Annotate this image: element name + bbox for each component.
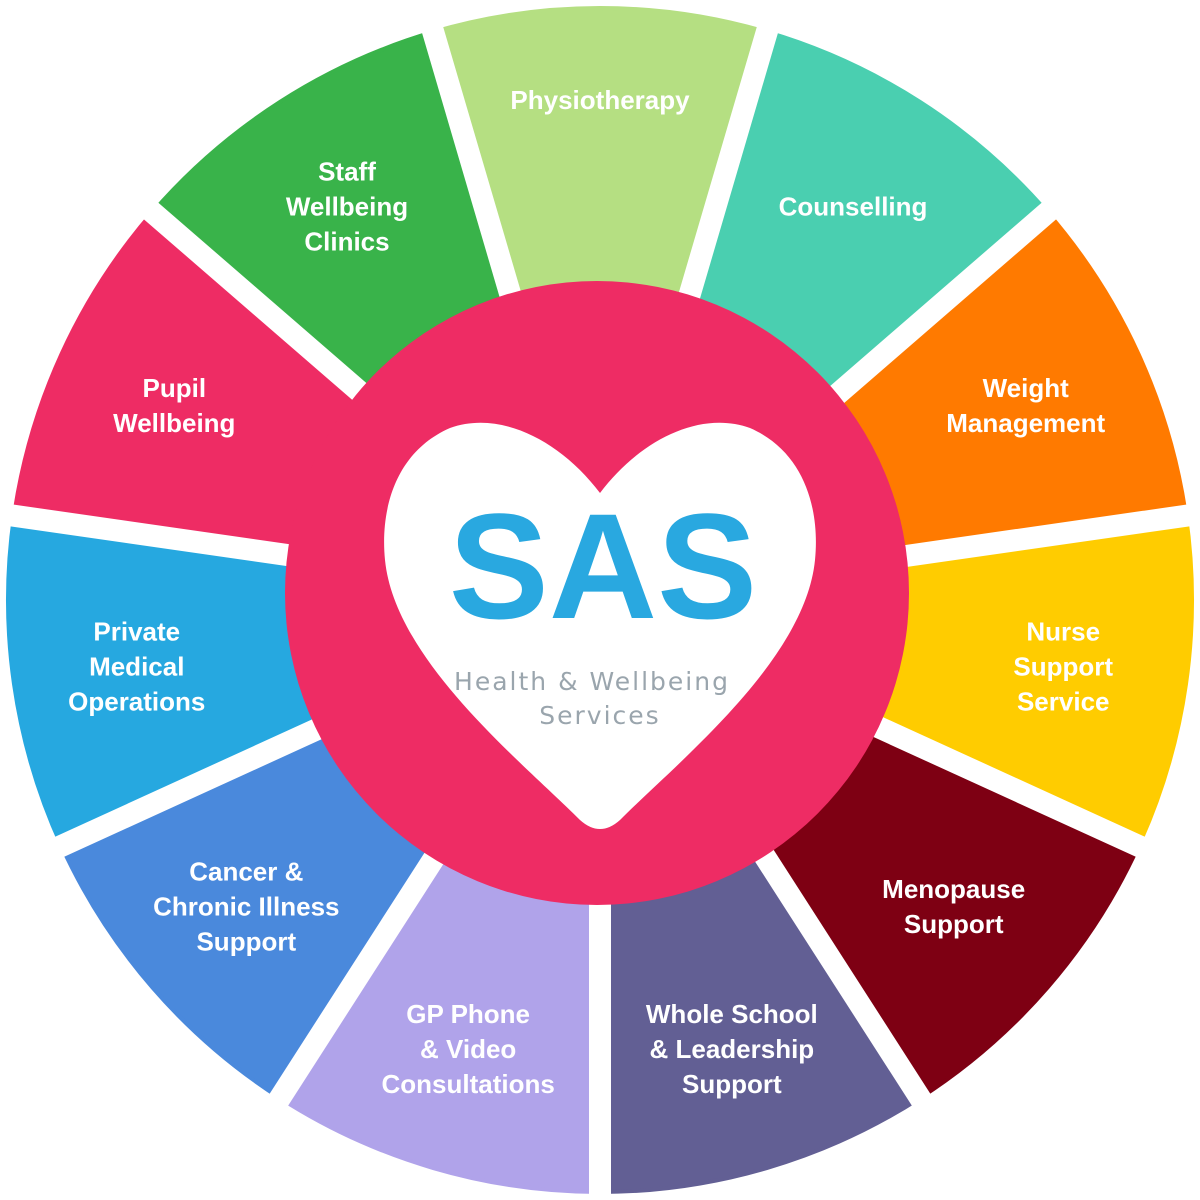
segment-label: & Leadership (649, 1034, 814, 1064)
segment-label: Operations (68, 687, 205, 717)
segment-label: Weight (983, 373, 1070, 403)
segment-label: Support (196, 926, 296, 956)
segment-label: Staff (318, 156, 376, 186)
segment-label: & Video (420, 1034, 516, 1064)
heart-icon (384, 422, 816, 829)
segment-label: Physiotherapy (510, 85, 690, 115)
segment-label: Support (682, 1069, 782, 1099)
segment-label: Consultations (381, 1069, 554, 1099)
segment-label: Management (946, 408, 1105, 438)
segment-label: Support (904, 909, 1004, 939)
logo-title: SAS (449, 482, 757, 650)
segment-label: Pupil (143, 373, 207, 403)
segment-label: Clinics (304, 226, 389, 256)
segment-label: Nurse (1026, 617, 1100, 647)
logo-subtitle-line1: Health & Wellbeing (454, 667, 730, 696)
segment-label: Medical (89, 652, 184, 682)
logo-subtitle-line2: Services (539, 701, 660, 730)
segment-label: GP Phone (406, 999, 530, 1029)
segment-label: Menopause (882, 874, 1025, 904)
segment-labels: PhysiotherapyCounsellingWeightManagement… (68, 85, 1113, 1099)
segment-label: Chronic Illness (153, 891, 339, 921)
segment-label: Wellbeing (286, 191, 408, 221)
segment-label: Private (93, 617, 180, 647)
segment-label: Service (1017, 687, 1110, 717)
segment-label: Support (1013, 652, 1113, 682)
segment-label: Whole School (646, 999, 818, 1029)
segment-label: Wellbeing (113, 408, 235, 438)
segment-label: Cancer & (189, 856, 303, 886)
segment-label: Counselling (779, 191, 928, 221)
